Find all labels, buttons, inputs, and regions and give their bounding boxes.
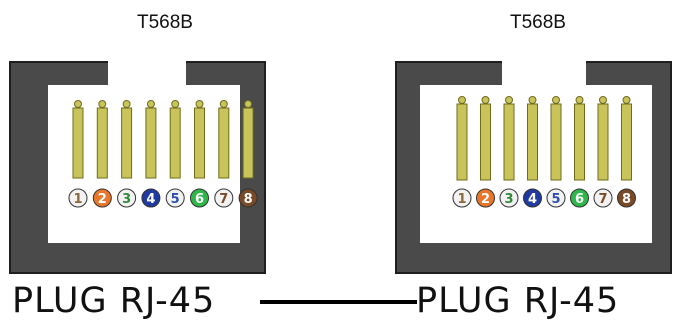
- pin-number-left-3: 3: [122, 192, 131, 207]
- contact-cap-left-5: [171, 100, 180, 108]
- contact-blade-left-1: [72, 107, 84, 179]
- pin-circle-right-4: [523, 188, 542, 208]
- contact-cap-right-5: [552, 96, 560, 104]
- contact-blade-right-2: [480, 103, 491, 181]
- pin-circle-right-8: [617, 188, 636, 208]
- pin-circle-right-6: [570, 188, 589, 208]
- pin-circle-left-3: [117, 188, 137, 208]
- pin-circle-left-6: [190, 188, 209, 208]
- contact-blade-left-3: [121, 107, 133, 179]
- pin-number-left-4: 4: [146, 192, 155, 207]
- pin-circle-left-2: [92, 188, 112, 208]
- contact-blade-left-4: [145, 107, 157, 179]
- pin-circle-left-8: [238, 188, 258, 208]
- contact-blade-left-8: [242, 107, 254, 179]
- contact-blade-right-6: [574, 103, 585, 181]
- contact-cap-left-3: [122, 100, 131, 108]
- pin-number-left-7: 7: [219, 192, 228, 207]
- standard-label-left: T568B: [137, 12, 193, 33]
- contact-blade-right-1: [456, 103, 468, 181]
- pin-number-left-6: 6: [195, 192, 204, 207]
- pin-circle-left-7: [214, 188, 234, 208]
- plug-caption-left: PLUG RJ-45: [12, 281, 216, 321]
- contact-cap-left-8: [244, 100, 253, 108]
- pin-number-right-8: 8: [622, 192, 631, 207]
- pin-circle-right-3: [499, 188, 519, 208]
- pin-circle-right-7: [593, 188, 613, 208]
- standard-label-right: T568B: [510, 12, 566, 33]
- contact-cap-right-6: [575, 96, 584, 104]
- contact-cap-right-4: [528, 96, 537, 104]
- pin-number-left-2: 2: [98, 192, 107, 207]
- contact-blade-right-7: [597, 103, 609, 181]
- pin-circle-right-1: [452, 188, 472, 208]
- pin-number-left-1: 1: [73, 192, 82, 207]
- plug-caption-right: PLUG RJ-45: [416, 281, 620, 321]
- pin-circle-left-4: [141, 188, 161, 208]
- contact-cap-right-3: [505, 96, 513, 104]
- contact-cap-left-4: [146, 100, 155, 108]
- pin-number-right-4: 4: [528, 192, 537, 207]
- pin-number-right-1: 1: [457, 192, 466, 207]
- contact-blade-left-5: [169, 107, 181, 179]
- pin-number-right-3: 3: [504, 192, 513, 207]
- contact-blade-left-6: [194, 107, 205, 179]
- contact-cap-right-1: [458, 96, 466, 104]
- pin-number-right-5: 5: [551, 192, 560, 207]
- pin-number-left-5: 5: [171, 192, 180, 207]
- pin-number-right-2: 2: [481, 192, 490, 207]
- pin-number-right-6: 6: [575, 192, 584, 207]
- contact-cap-right-7: [599, 96, 607, 104]
- connecting-cable-line: [260, 300, 417, 304]
- contact-cap-left-1: [74, 100, 82, 108]
- contact-blade-right-3: [503, 103, 515, 181]
- pin-number-left-8: 8: [244, 192, 253, 207]
- contact-cap-left-7: [219, 100, 228, 108]
- contact-blade-right-5: [550, 103, 562, 181]
- contact-cap-left-6: [195, 100, 204, 108]
- contact-blade-right-4: [527, 103, 538, 181]
- contact-cap-right-2: [481, 96, 490, 104]
- pin-circle-right-2: [476, 188, 495, 208]
- contact-cap-right-8: [622, 96, 631, 104]
- contact-cap-left-2: [98, 100, 107, 108]
- pin-circle-left-1: [68, 188, 88, 208]
- pin-circle-right-5: [546, 188, 566, 208]
- contact-blade-left-7: [218, 107, 230, 179]
- contact-blade-right-8: [621, 103, 632, 181]
- pin-circle-left-5: [165, 188, 185, 208]
- pin-number-right-7: 7: [598, 192, 607, 207]
- contact-blade-left-2: [96, 107, 108, 179]
